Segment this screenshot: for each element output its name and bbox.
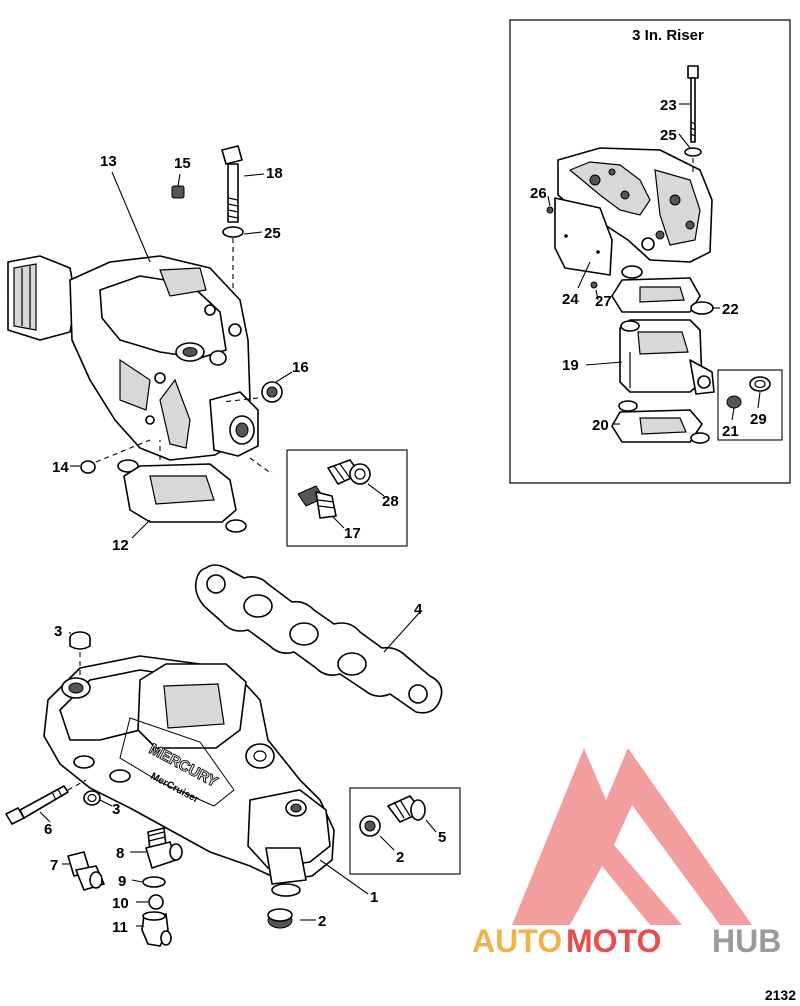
parts-2-5-box	[349, 787, 461, 875]
part-16-plug	[261, 381, 283, 403]
callout-9: 9	[118, 873, 126, 890]
callout-21: 21	[722, 423, 739, 440]
part-8-tee-fitting	[145, 827, 183, 869]
figure-number: 2132	[765, 987, 796, 1003]
callout-29: 29	[750, 411, 767, 428]
part-19-riser	[619, 319, 715, 395]
callout-24: 24	[562, 291, 579, 308]
callout-22: 22	[722, 301, 739, 318]
watermark-hub: HUB	[712, 923, 781, 959]
part-14-plug	[80, 460, 96, 474]
callout-23: 23	[660, 97, 677, 114]
callout-4: 4	[414, 601, 423, 618]
callout-6: 6	[44, 821, 52, 838]
part-15-plug	[171, 185, 185, 199]
callout-26: 26	[530, 185, 547, 202]
engine-fragment	[557, 147, 713, 263]
parts-21-29-box	[717, 369, 783, 441]
watermark-moto: MOTO	[566, 923, 661, 959]
part-5-fitting	[387, 795, 426, 823]
part-12-gasket	[117, 459, 247, 533]
callout-12: 12	[112, 537, 129, 554]
part-20-gasket	[611, 400, 710, 444]
part-17-fitting	[297, 485, 337, 519]
inset-title: 3 In. Riser	[632, 27, 704, 44]
callout-16: 16	[292, 359, 309, 376]
part-21-plug	[726, 395, 742, 409]
part-9-o-ring	[142, 876, 166, 888]
part-2-plug-lower	[267, 908, 293, 929]
part-29-fitting	[749, 376, 771, 392]
part-3-plug-lower	[83, 790, 101, 806]
callout-19: 19	[562, 357, 579, 374]
callout-25: 25	[264, 225, 281, 242]
callout-14: 14	[52, 459, 69, 476]
part-26-screw	[546, 206, 554, 214]
callout-7: 7	[50, 857, 58, 874]
part-1-exhaust-manifold: MERCURY MerCruiser	[43, 655, 335, 897]
callout-8: 8	[116, 845, 124, 862]
callout-1: 1	[370, 889, 378, 906]
part-2-plug-box	[359, 815, 381, 837]
automotohub-watermark: AUTO MOTO HUB	[472, 748, 781, 959]
callout-5: 5	[438, 829, 446, 846]
part-24-gasket	[554, 197, 613, 276]
callout-25-inset: 25	[660, 127, 677, 144]
part-4-manifold-gasket	[194, 564, 443, 714]
part-13-exhaust-elbow	[7, 255, 259, 461]
part-6-bolt	[5, 785, 69, 825]
callout-3-top: 3	[54, 623, 62, 640]
part-28-fitting	[327, 459, 371, 485]
callout-17: 17	[344, 525, 361, 542]
watermark-auto: AUTO	[472, 923, 562, 959]
callout-3-lower: 3	[112, 801, 120, 818]
part-11-fitting	[141, 911, 172, 947]
part-27-screw	[590, 281, 598, 289]
callout-20: 20	[592, 417, 609, 434]
part-23-bolt	[687, 65, 699, 143]
callout-10: 10	[112, 895, 129, 912]
callout-18: 18	[266, 165, 283, 182]
callout-2-box: 2	[396, 849, 404, 866]
part-18-bolt	[221, 145, 243, 223]
part-10-ball	[148, 894, 164, 910]
watermark-logo-shape	[512, 748, 752, 925]
callout-2-lower: 2	[318, 913, 326, 930]
part-25-washer-inset	[684, 147, 702, 157]
riser-inset: 3 In. Riser	[509, 19, 791, 484]
callout-27: 27	[595, 293, 612, 310]
riser-upper-gasket	[611, 265, 701, 313]
part-7-elbow-fitting	[67, 851, 105, 891]
part-3-plug-top	[69, 631, 91, 650]
callout-13: 13	[100, 153, 117, 170]
part-25-washer	[222, 226, 244, 238]
callout-28: 28	[382, 493, 399, 510]
callout-15: 15	[174, 155, 191, 172]
part-22-o-ring	[690, 301, 714, 315]
parts-17-28-box	[286, 449, 408, 547]
callout-11: 11	[112, 919, 128, 936]
